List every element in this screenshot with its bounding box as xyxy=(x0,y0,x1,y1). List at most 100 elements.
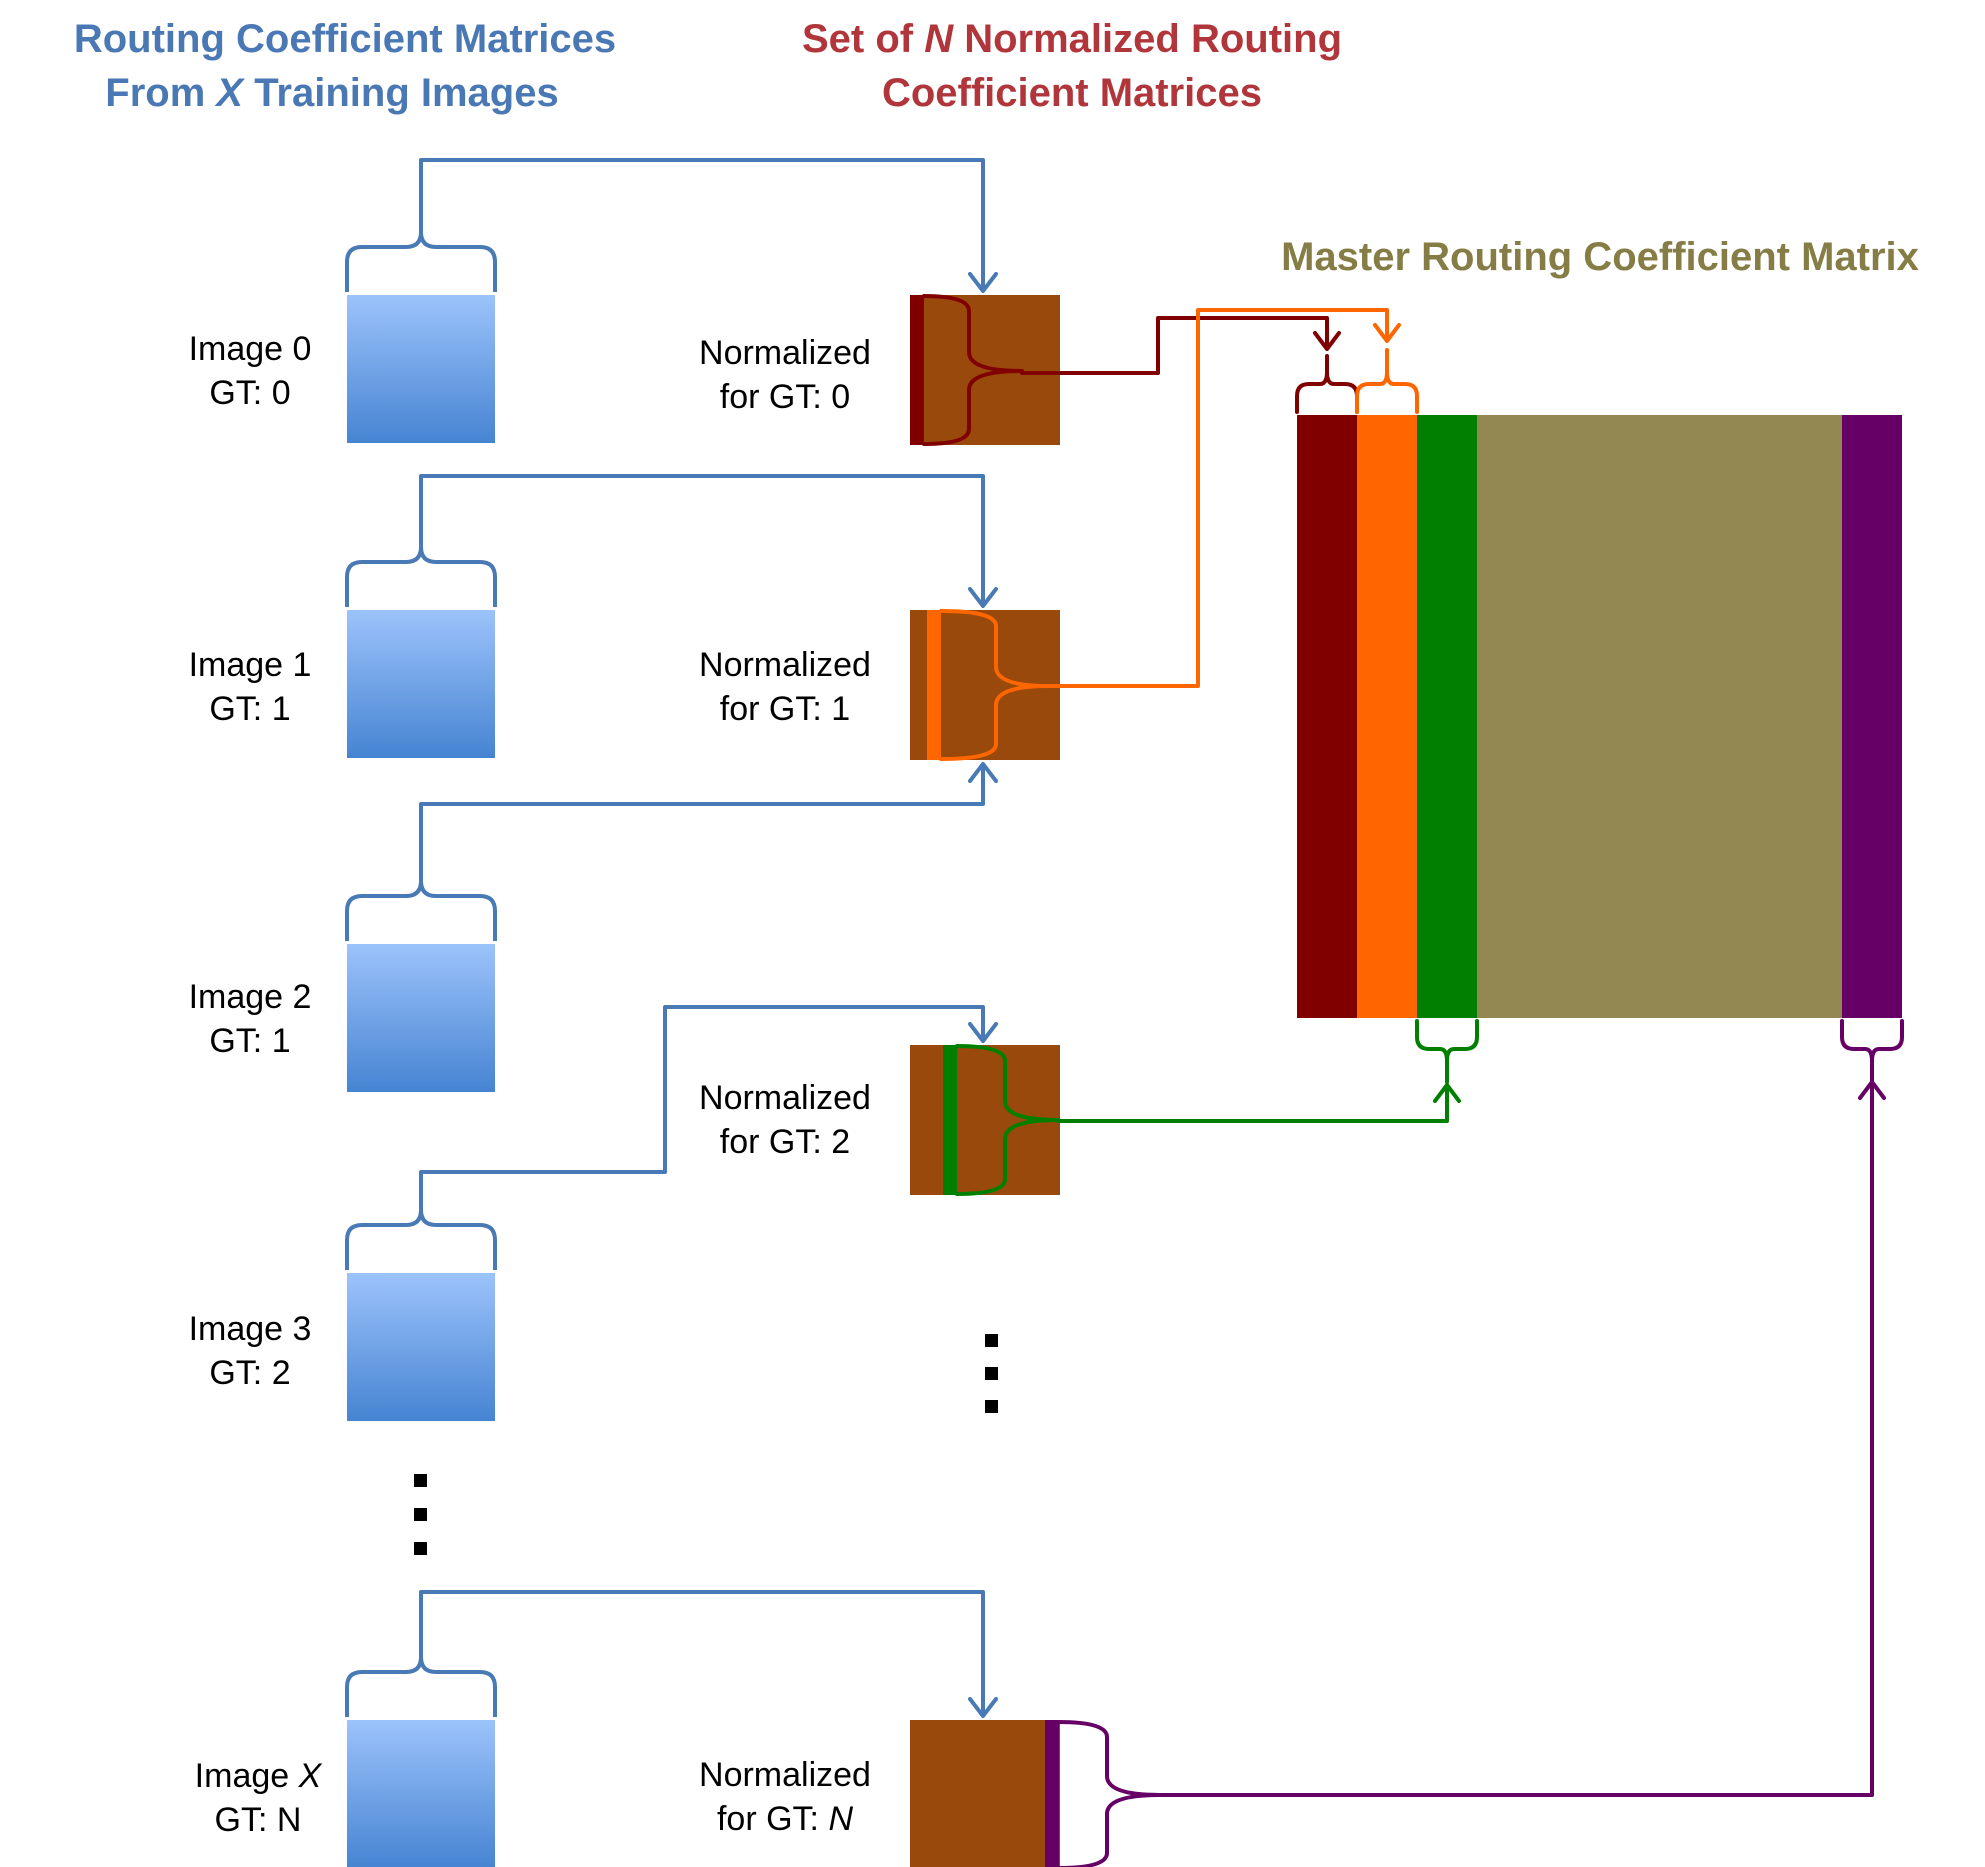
image-gt-var: 2 xyxy=(272,1354,291,1392)
normalized-line1: Normalized xyxy=(699,1079,871,1117)
master-brace-gt2 xyxy=(1415,1019,1479,1084)
normalized-label-0: Normalized for GT: 0 xyxy=(699,334,871,416)
master-title: Master Routing Coefficient Matrix xyxy=(1281,235,1919,279)
gt0-route xyxy=(922,294,1359,446)
normalized-block-n xyxy=(910,1720,1060,1867)
svg-text:Image 3: Image 3 xyxy=(189,1310,312,1348)
ellipsis-dot xyxy=(985,1334,998,1347)
gt2-route xyxy=(955,1019,1479,1196)
master-brace-gt0 xyxy=(1295,354,1359,414)
master-band-gt2 xyxy=(1417,415,1477,1018)
normalized-line2-pre: for GT: xyxy=(720,1123,831,1161)
master-band-gt1 xyxy=(1357,415,1417,1018)
arrowhead xyxy=(968,272,998,293)
arrow-normn-to-master xyxy=(1158,1080,1874,1797)
arrow-norm0-to-master xyxy=(1020,316,1329,375)
arrow-norm2-to-master xyxy=(1056,1083,1449,1123)
arrowhead xyxy=(1313,331,1341,351)
image-gt-pre: GT: xyxy=(209,1022,271,1060)
image-brace-0 xyxy=(345,160,497,292)
arrowhead xyxy=(968,762,998,783)
normalized-title-line2: Coefficient Matrices xyxy=(882,71,1262,115)
normalized-block-n-band xyxy=(1045,1720,1059,1867)
master-brace-gt1 xyxy=(1355,348,1419,414)
master-body xyxy=(1477,415,1842,1018)
arrowhead xyxy=(968,1022,998,1043)
svg-text:GT: N: GT: N xyxy=(215,1801,302,1839)
image-braces xyxy=(345,160,497,1717)
svg-text:for GT: N: for GT: N xyxy=(717,1800,853,1838)
source-title-line1: Routing Coefficient Matrices xyxy=(74,17,616,61)
arrow-image0-to-norm0 xyxy=(419,158,985,292)
ellipsis-dot xyxy=(985,1400,998,1413)
arrow-image2-to-norm1 xyxy=(419,763,985,806)
svg-text:Set of N Normalized Routing: Set of N Normalized Routing xyxy=(802,17,1342,61)
svg-text:Image 2: Image 2 xyxy=(189,978,312,1016)
image-brace-x xyxy=(345,1592,497,1717)
ellipsis-images xyxy=(414,1474,427,1555)
svg-text:GT: 2: GT: 2 xyxy=(209,1354,290,1392)
svg-text:for GT: 2: for GT: 2 xyxy=(720,1123,850,1161)
svg-text:Routing Coefficient Matrices: Routing Coefficient Matrices xyxy=(74,17,616,61)
image-label-3: Image 3 GT: 2 xyxy=(189,1310,312,1392)
normalized-label-1: Normalized for GT: 1 xyxy=(699,646,871,728)
image-name-var: 2 xyxy=(293,978,312,1016)
ellipsis-dot xyxy=(985,1367,998,1380)
normalized-line2-var: 2 xyxy=(831,1123,850,1161)
source-title: Routing Coefficient Matrices From X Trai… xyxy=(74,17,616,115)
image-gt-pre: GT: xyxy=(215,1801,277,1839)
ellipsis-dot xyxy=(414,1542,427,1555)
svg-text:Image 0: Image 0 xyxy=(189,330,312,368)
ellipsis-dot xyxy=(414,1474,427,1487)
image-label-2: Image 2 GT: 1 xyxy=(189,978,312,1060)
svg-text:GT: 1: GT: 1 xyxy=(209,1022,290,1060)
gt1-route xyxy=(939,308,1419,761)
normalized-label-2: Normalized for GT: 2 xyxy=(699,1079,871,1161)
normalized-line2-var: N xyxy=(828,1800,853,1838)
source-title-line2-pre: From xyxy=(105,71,216,115)
image-gt-var: 0 xyxy=(272,374,291,412)
normalized-line1: Normalized xyxy=(699,1756,871,1794)
image-label-x: Image X GT: N xyxy=(195,1757,323,1839)
arrow-image1-to-norm1 xyxy=(419,474,985,607)
master-band-gt0 xyxy=(1297,415,1357,1018)
ellipsis-normalized xyxy=(985,1334,998,1413)
ellipsis-dot xyxy=(414,1508,427,1521)
image-gt-var: 1 xyxy=(272,1022,291,1060)
svg-text:Image X: Image X xyxy=(195,1757,323,1795)
normalized-title-line1-pre: Set of xyxy=(802,17,924,61)
svg-text:GT: 1: GT: 1 xyxy=(209,690,290,728)
image-block-2 xyxy=(347,944,495,1092)
normalized-block-0 xyxy=(910,295,1060,445)
image-block-x xyxy=(347,1720,495,1867)
normalized-title: Set of N Normalized Routing Coefficient … xyxy=(802,17,1342,115)
image-block-1 xyxy=(347,610,495,758)
image-block-3 xyxy=(347,1273,495,1421)
svg-text:GT: 0: GT: 0 xyxy=(209,374,290,412)
normalized-block-2-band xyxy=(943,1045,957,1195)
image-gt-pre: GT: xyxy=(209,690,271,728)
gtn-route xyxy=(1057,1019,1904,1867)
arrow-imagex-to-normn xyxy=(419,1590,985,1717)
normalized-line2-var: 0 xyxy=(831,378,850,416)
arrowhead xyxy=(1373,323,1401,343)
image-name-var: X xyxy=(298,1757,323,1795)
normalized-line1: Normalized xyxy=(699,646,871,684)
svg-text:Coefficient Matrices: Coefficient Matrices xyxy=(882,71,1262,115)
image-name-var: 1 xyxy=(293,646,312,684)
image-name-var: 0 xyxy=(293,330,312,368)
image-brace-1 xyxy=(345,476,497,607)
normalized-line2-pre: for GT: xyxy=(720,690,831,728)
svg-text:for GT: 0: for GT: 0 xyxy=(720,378,850,416)
normalized-line2-var: 1 xyxy=(831,690,850,728)
svg-text:Image 1: Image 1 xyxy=(189,646,312,684)
normn-brace xyxy=(1057,1720,1162,1867)
arrowhead xyxy=(1433,1083,1461,1103)
normalized-block-0-band xyxy=(910,295,924,445)
arrow-norm1-to-master xyxy=(1047,308,1389,688)
source-title-line2-post: Training Images xyxy=(243,71,559,115)
image-gt-pre: GT: xyxy=(209,374,271,412)
image-name-pre: Image xyxy=(195,1757,299,1795)
svg-text:From X Training Images: From X Training Images xyxy=(105,71,558,115)
image-name-pre: Image xyxy=(189,1310,293,1348)
